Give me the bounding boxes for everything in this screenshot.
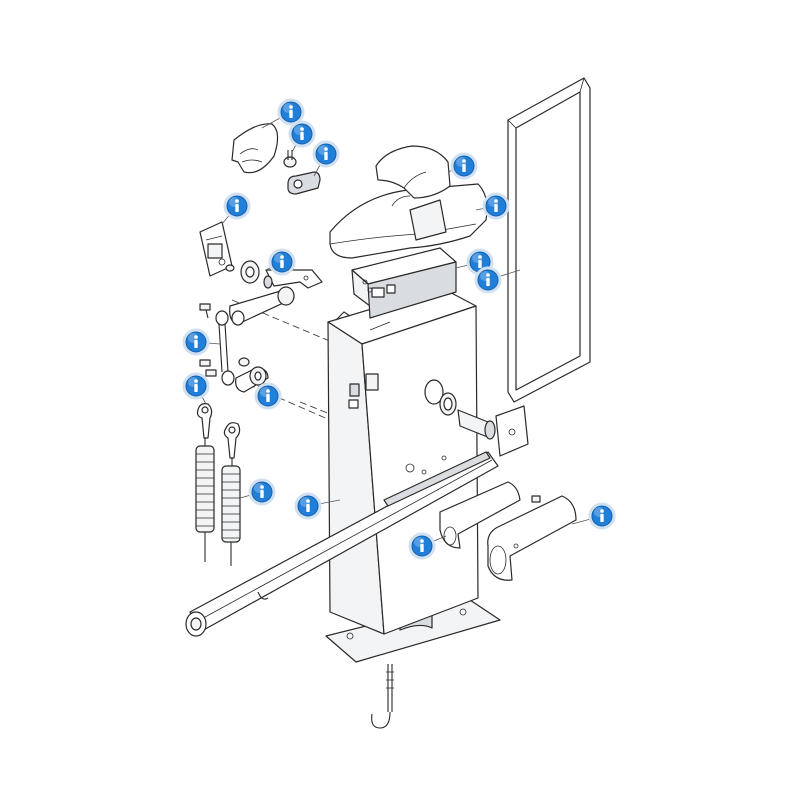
- hotspot-top-cover-info-icon[interactable]: [450, 152, 478, 180]
- boom-profile: [185, 451, 499, 637]
- connecting-rod: [199, 303, 235, 386]
- crank: [205, 357, 269, 393]
- rod-ends: [196, 403, 241, 466]
- bracket: [199, 221, 235, 277]
- bearing-flange: [424, 379, 529, 457]
- control-unit: [351, 247, 457, 319]
- cover-plate: [231, 123, 279, 174]
- hotspot-cabinet-info-icon[interactable]: [294, 492, 322, 520]
- hotspot-crank-info-icon[interactable]: [254, 382, 282, 410]
- hotspot-lever-arm-info-icon[interactable]: [268, 248, 296, 276]
- hotspot-inspection-panel-info-icon[interactable]: [474, 266, 502, 294]
- limit-switch: [287, 171, 321, 195]
- hotspot-boom-profile-info-icon[interactable]: [408, 532, 436, 560]
- hotspot-limit-switch-info-icon[interactable]: [312, 140, 340, 168]
- springs: [195, 445, 241, 566]
- motor-housing: [329, 183, 488, 259]
- hotspot-springs-info-icon[interactable]: [248, 478, 276, 506]
- top-cover: [375, 145, 451, 199]
- inspection-panel: [507, 77, 591, 403]
- anchor-bolt: [371, 664, 394, 729]
- hotspot-connecting-rod-info-icon[interactable]: [182, 328, 210, 356]
- cabinet: [327, 287, 479, 635]
- hotspot-bracket-info-icon[interactable]: [223, 192, 251, 220]
- hotspot-boom-cover-info-icon[interactable]: [588, 502, 616, 530]
- hotspot-cover-plate-info-icon[interactable]: [277, 98, 305, 126]
- pin: [283, 150, 297, 168]
- hotspot-rod-end-info-icon[interactable]: [182, 372, 210, 400]
- hotspots: [182, 98, 616, 560]
- hotspot-motor-housing-info-icon[interactable]: [482, 192, 510, 220]
- boom-cover: [439, 481, 577, 581]
- hotspot-pin-info-icon[interactable]: [288, 120, 316, 148]
